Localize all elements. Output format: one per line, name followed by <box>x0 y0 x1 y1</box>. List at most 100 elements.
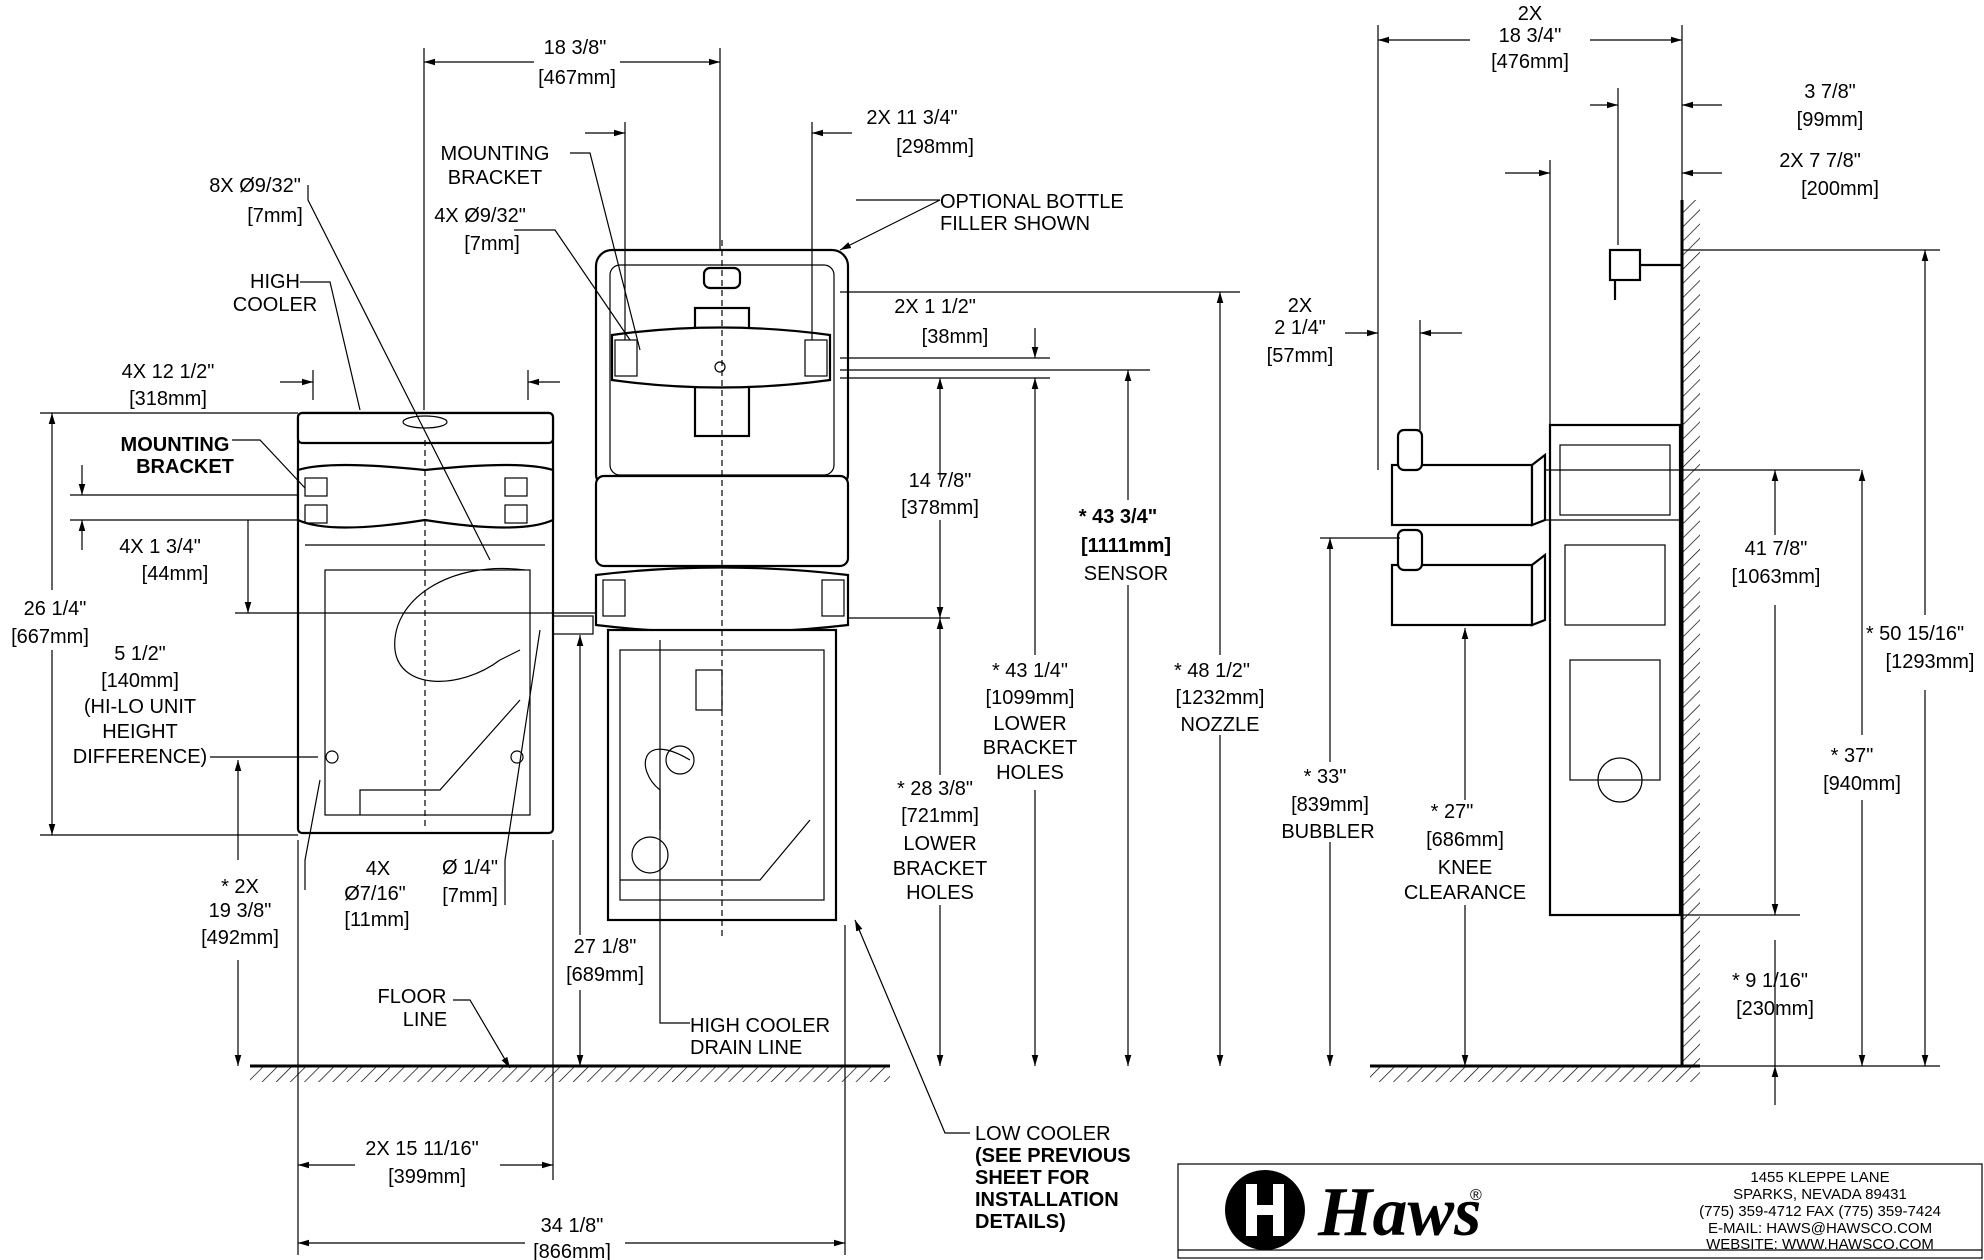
dim-7-16-mm: [11mm] <box>344 909 409 931</box>
dim-33-label: BUBBLER <box>1281 821 1374 843</box>
dim-1-1-2-in: 2X 1 1/2" <box>894 296 976 318</box>
dim-18-3-8-in: 18 3/8" <box>544 37 607 59</box>
low-cooler-drawing <box>296 411 594 835</box>
address-line-5: WEBSITE: WWW.HAWSCO.COM <box>1706 1236 1934 1253</box>
dim-1-1-2-mm: [38mm] <box>922 326 989 348</box>
dim-28-3-8-l2: BRACKET <box>893 858 987 880</box>
dim-3-7-8-mm: [99mm] <box>1797 109 1864 131</box>
dim-27-1-8-in: 27 1/8" <box>574 936 637 958</box>
wall <box>1680 200 1700 1066</box>
dim-1-3-4-in: 4X 1 3/4" <box>119 536 201 558</box>
callout-high-cooler-1: HIGH <box>250 271 300 293</box>
dim-15-11-16-in: 2X 15 11/16" <box>365 1138 479 1160</box>
callout-high-cooler-2: COOLER <box>233 294 317 316</box>
dim-28-3-8-l1: LOWER <box>903 833 976 855</box>
dimension-labels: 18 3/8" [467mm] 2X 11 3/4" [298mm] 8X Ø9… <box>11 3 1974 1260</box>
dim-27-l2: CLEARANCE <box>1404 882 1526 904</box>
dim-27-in: * 27" <box>1431 801 1474 823</box>
dim-1-4-mm: [7mm] <box>442 885 498 907</box>
address-line-2: SPARKS, NEVADA 89431 <box>1733 1186 1907 1203</box>
dim-27-l1: KNEE <box>1438 857 1492 879</box>
leader-lines <box>210 152 970 1134</box>
callout-labels: MOUNTING BRACKET OPTIONAL BOTTLE FILLER … <box>121 143 1131 1233</box>
callout-optional-bottle-2: FILLER SHOWN <box>940 213 1090 235</box>
callout-drain-line-1: HIGH COOLER <box>690 1015 830 1037</box>
side-view-drawing <box>1390 248 1682 917</box>
dim-28-3-8-in: * 28 3/8" <box>897 778 973 800</box>
high-cooler-drawing <box>594 240 850 940</box>
dim-9-32-a-mm: [7mm] <box>247 205 303 227</box>
dim-37-in: * 37" <box>1831 745 1874 767</box>
dim-43-1-4-in: * 43 1/4" <box>992 660 1068 682</box>
callout-low-cooler-1: LOW COOLER <box>975 1123 1111 1145</box>
dim-26-1-4-in: 26 1/4" <box>24 598 87 620</box>
dim-34-1-8-in: 34 1/8" <box>541 1215 604 1237</box>
dim-14-7-8-in: 14 7/8" <box>909 470 972 492</box>
callout-floor-line-2: LINE <box>403 1009 447 1031</box>
dim-27-mm: [686mm] <box>1426 829 1504 851</box>
dim-28-3-8-mm: [721mm] <box>901 805 979 827</box>
callout-low-cooler-2: (SEE PREVIOUS <box>975 1145 1131 1167</box>
callout-mounting-bracket-top-1: MOUNTING <box>441 143 550 165</box>
dim-27-1-8-mm: [689mm] <box>566 964 644 986</box>
dim-41-7-8-in: 41 7/8" <box>1745 538 1808 560</box>
dim-9-1-16-in: * 9 1/16" <box>1732 970 1808 992</box>
dim-3-7-8-in: 3 7/8" <box>1804 81 1856 103</box>
dim-9-32-b-mm: [7mm] <box>464 233 520 255</box>
address-line-3: (775) 359-4712 FAX (775) 359-7424 <box>1699 1203 1941 1220</box>
floor-line <box>250 1064 1700 1082</box>
dim-33-mm: [839mm] <box>1291 794 1369 816</box>
dim-37-mm: [940mm] <box>1823 773 1901 795</box>
dim-2-1-4-mm: [57mm] <box>1267 345 1334 367</box>
dim-43-3-4-in: * 43 3/4" <box>1079 506 1157 528</box>
dim-50-15-16-in: * 50 15/16" <box>1866 623 1964 645</box>
dim-5-1-2-mm: [140mm] <box>101 670 179 692</box>
dim-5-1-2-note-3: DIFFERENCE) <box>73 746 207 768</box>
dim-7-16-q: 4X <box>366 858 390 880</box>
address-line-4: E-MAIL: HAWS@HAWSCO.COM <box>1708 1220 1932 1237</box>
dim-5-1-2-in: 5 1/2" <box>114 643 166 665</box>
callout-low-cooler-3: SHEET FOR <box>975 1167 1090 1189</box>
dimension-lines <box>40 25 1940 1255</box>
dim-19-3-8-q: * 2X <box>221 876 259 898</box>
dim-2-1-4-in: 2 1/4" <box>1274 317 1326 339</box>
dim-48-1-2-in: * 48 1/2" <box>1174 660 1250 682</box>
brand-name: Haws <box>1317 1174 1481 1251</box>
dim-14-7-8-mm: [378mm] <box>901 497 979 519</box>
dim-7-7-8-in: 2X 7 7/8" <box>1779 150 1861 172</box>
callout-mounting-bracket-left-2: BRACKET <box>136 456 234 478</box>
dim-12-1-2-mm: [318mm] <box>129 388 207 410</box>
title-block: Haws ® 1455 KLEPPE LANE SPARKS, NEVADA 8… <box>1177 1163 1983 1259</box>
dim-48-1-2-label: NOZZLE <box>1181 714 1260 736</box>
dim-1-3-4-mm: [44mm] <box>142 563 209 585</box>
haws-logo-icon <box>1225 1170 1305 1250</box>
dim-43-1-4-l3: HOLES <box>996 762 1064 784</box>
callout-low-cooler-5: DETAILS) <box>975 1211 1066 1233</box>
dim-7-16-in: Ø7/16" <box>344 883 406 905</box>
dim-9-1-16-mm: [230mm] <box>1736 998 1814 1020</box>
dim-43-1-4-l2: BRACKET <box>983 737 1077 759</box>
callout-optional-bottle-1: OPTIONAL BOTTLE <box>940 191 1124 213</box>
dim-9-32-a-in: 8X Ø9/32" <box>209 175 301 197</box>
dim-7-7-8-mm: [200mm] <box>1801 178 1879 200</box>
callout-low-cooler-4: INSTALLATION <box>975 1189 1119 1211</box>
dim-2-1-4-q: 2X <box>1288 295 1312 317</box>
dim-9-32-b-in: 4X Ø9/32" <box>434 205 526 227</box>
dim-48-1-2-mm: [1232mm] <box>1176 687 1265 709</box>
callout-drain-line-2: DRAIN LINE <box>690 1037 802 1059</box>
dim-34-1-8-mm: [866mm] <box>533 1241 611 1260</box>
dim-43-3-4-mm: [1111mm] <box>1081 535 1171 557</box>
dim-5-1-2-note-1: (HI-LO UNIT <box>84 696 196 718</box>
dim-33-in: * 33" <box>1304 766 1347 788</box>
dim-5-1-2-note-2: HEIGHT <box>102 721 178 743</box>
dim-28-3-8-l3: HOLES <box>906 882 974 904</box>
registered-mark: ® <box>1470 1187 1482 1204</box>
dim-11-3-4-mm: [298mm] <box>896 136 974 158</box>
dim-43-1-4-l1: LOWER <box>993 713 1066 735</box>
callout-mounting-bracket-top-2: BRACKET <box>448 167 542 189</box>
dim-1-4-in: Ø 1/4" <box>442 857 498 879</box>
dim-18-3-4-mm: [476mm] <box>1491 51 1569 73</box>
dim-43-3-4-label: SENSOR <box>1084 563 1168 585</box>
dim-18-3-4-q: 2X <box>1518 3 1542 25</box>
dim-50-15-16-mm: [1293mm] <box>1886 651 1975 673</box>
